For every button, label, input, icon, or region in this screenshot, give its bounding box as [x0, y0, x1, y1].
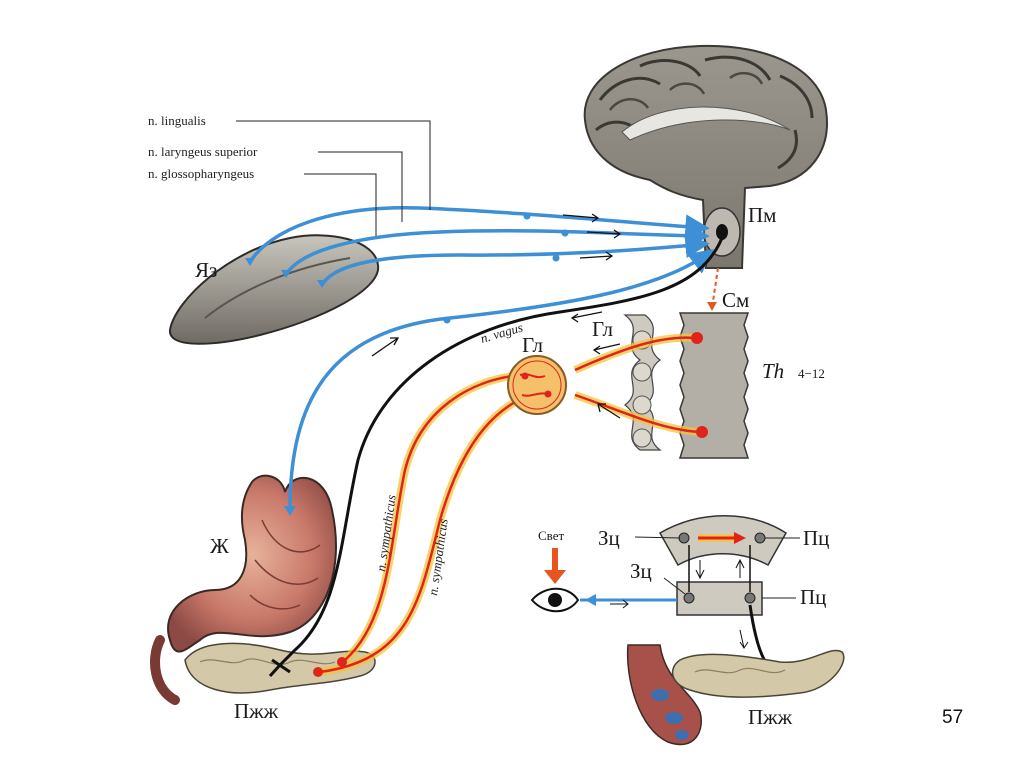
sympathetic-chain [623, 314, 662, 451]
sympathetic-arrows [592, 343, 621, 419]
stomach [167, 474, 337, 653]
label-thoracic-range: 4−12 [798, 366, 825, 381]
label-food-center-box: Пц [800, 585, 826, 609]
afferent-arrows [371, 213, 622, 357]
label-n-laryngeus-superior: n. laryngeus superior [148, 144, 258, 159]
brain [583, 44, 828, 269]
label-light: Свет [538, 528, 565, 543]
label-n-glossopharyngeus: n. glossopharyngeus [148, 166, 254, 181]
nerve-leader-lines [236, 120, 431, 236]
label-pancreas-small: Пжж [748, 705, 793, 729]
vagus-nerve [268, 237, 724, 678]
tongue [168, 234, 380, 345]
label-n-vagus: n. vagus [479, 320, 525, 346]
label-visual-center-box: Зц [630, 559, 652, 583]
label-medulla: Пм [748, 203, 776, 227]
pancreas-main [150, 635, 376, 705]
label-tongue: Яз [195, 258, 217, 282]
label-ganglion: Гл [522, 333, 543, 357]
label-food-center-top: Пц [803, 526, 829, 550]
label-n-lingualis: n. lingualis [148, 113, 206, 128]
spinal-cord [678, 312, 750, 459]
label-ganglion-chain: Гл [592, 317, 613, 341]
label-thoracic: Th [762, 359, 784, 383]
sympathetic-neurons [313, 332, 708, 677]
label-visual-center-top: Зц [598, 526, 620, 550]
page-number: 57 [942, 707, 964, 728]
afferent-synapse-marks [245, 212, 569, 516]
sympathetic-nerves [319, 333, 701, 676]
inset-diagram [530, 515, 845, 746]
descending-arrowhead [707, 302, 717, 311]
vagus-arrow [570, 311, 603, 323]
label-stomach: Ж [210, 534, 229, 558]
label-spinal-cord: См [722, 288, 749, 312]
ganglion [507, 355, 567, 415]
label-pancreas-main: Пжж [234, 699, 279, 723]
